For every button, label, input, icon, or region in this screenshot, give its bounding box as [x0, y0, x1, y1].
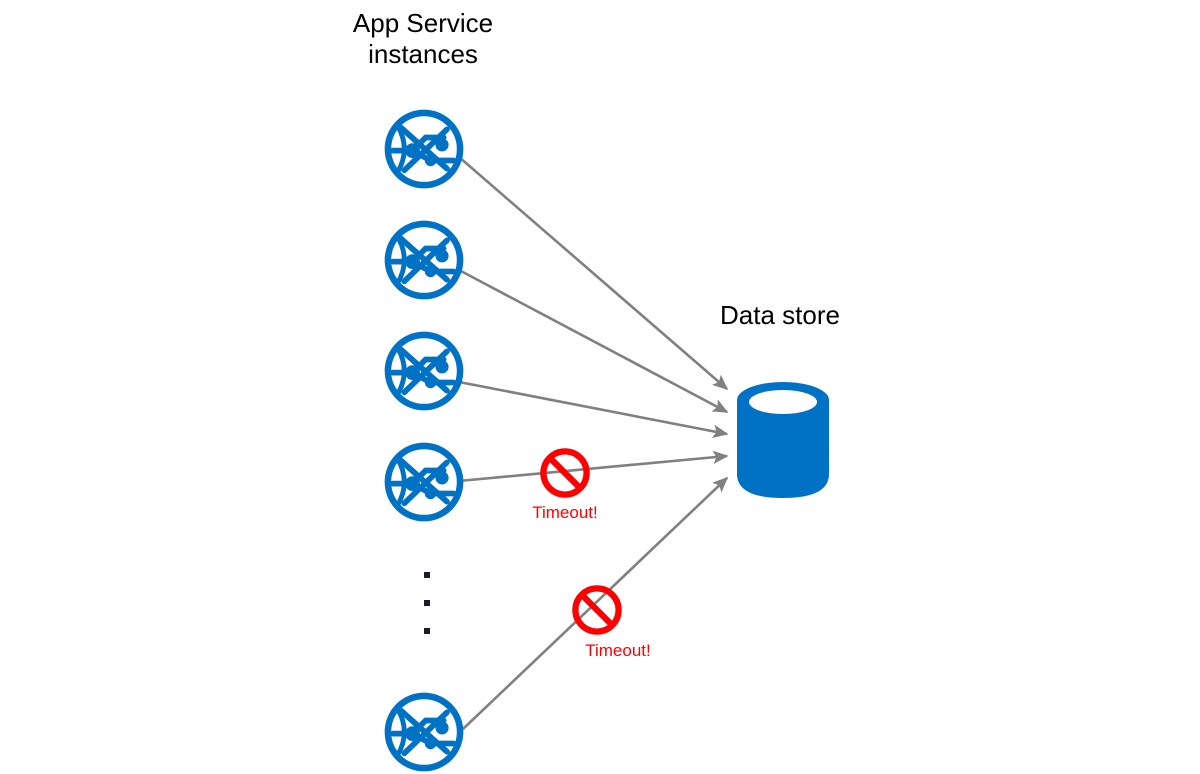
data-store-title: Data store: [720, 300, 840, 330]
no-entry-icon: [572, 585, 622, 635]
connection-arrow-3: [458, 380, 729, 438]
app-service-instance-3[interactable]: [383, 330, 465, 412]
app-service-instance-n[interactable]: [383, 691, 465, 773]
timeout-marker-2[interactable]: [570, 583, 624, 637]
connection-arrow-5: [462, 476, 729, 730]
timeout-marker-1[interactable]: [538, 446, 592, 500]
ellipsis-dot: [424, 628, 430, 634]
app-service-instance-4[interactable]: [383, 441, 465, 523]
no-entry-icon: [540, 448, 590, 498]
app-service-globe-icon: [384, 692, 464, 772]
vertical-ellipsis-dots: [424, 572, 440, 642]
app-service-instance-2[interactable]: [383, 219, 465, 301]
timeout-label-2: Timeout!: [585, 641, 651, 660]
connection-arrow-2: [458, 268, 729, 414]
timeout-label-1: Timeout!: [532, 503, 598, 522]
data-store-cylinder[interactable]: [733, 378, 833, 502]
app-service-globe-icon: [384, 109, 464, 189]
app-service-globe-icon: [384, 220, 464, 300]
app-service-globe-icon: [384, 442, 464, 522]
connection-arrow-4: [458, 450, 729, 483]
ellipsis-dot: [424, 600, 430, 606]
app-service-globe-icon: [384, 331, 464, 411]
app-service-instances-title: App Service instances: [352, 8, 494, 69]
ellipsis-dot: [424, 572, 430, 578]
app-service-instance-1[interactable]: [383, 108, 465, 190]
database-cylinder-icon: [737, 382, 829, 498]
connection-arrow-1: [458, 156, 729, 391]
